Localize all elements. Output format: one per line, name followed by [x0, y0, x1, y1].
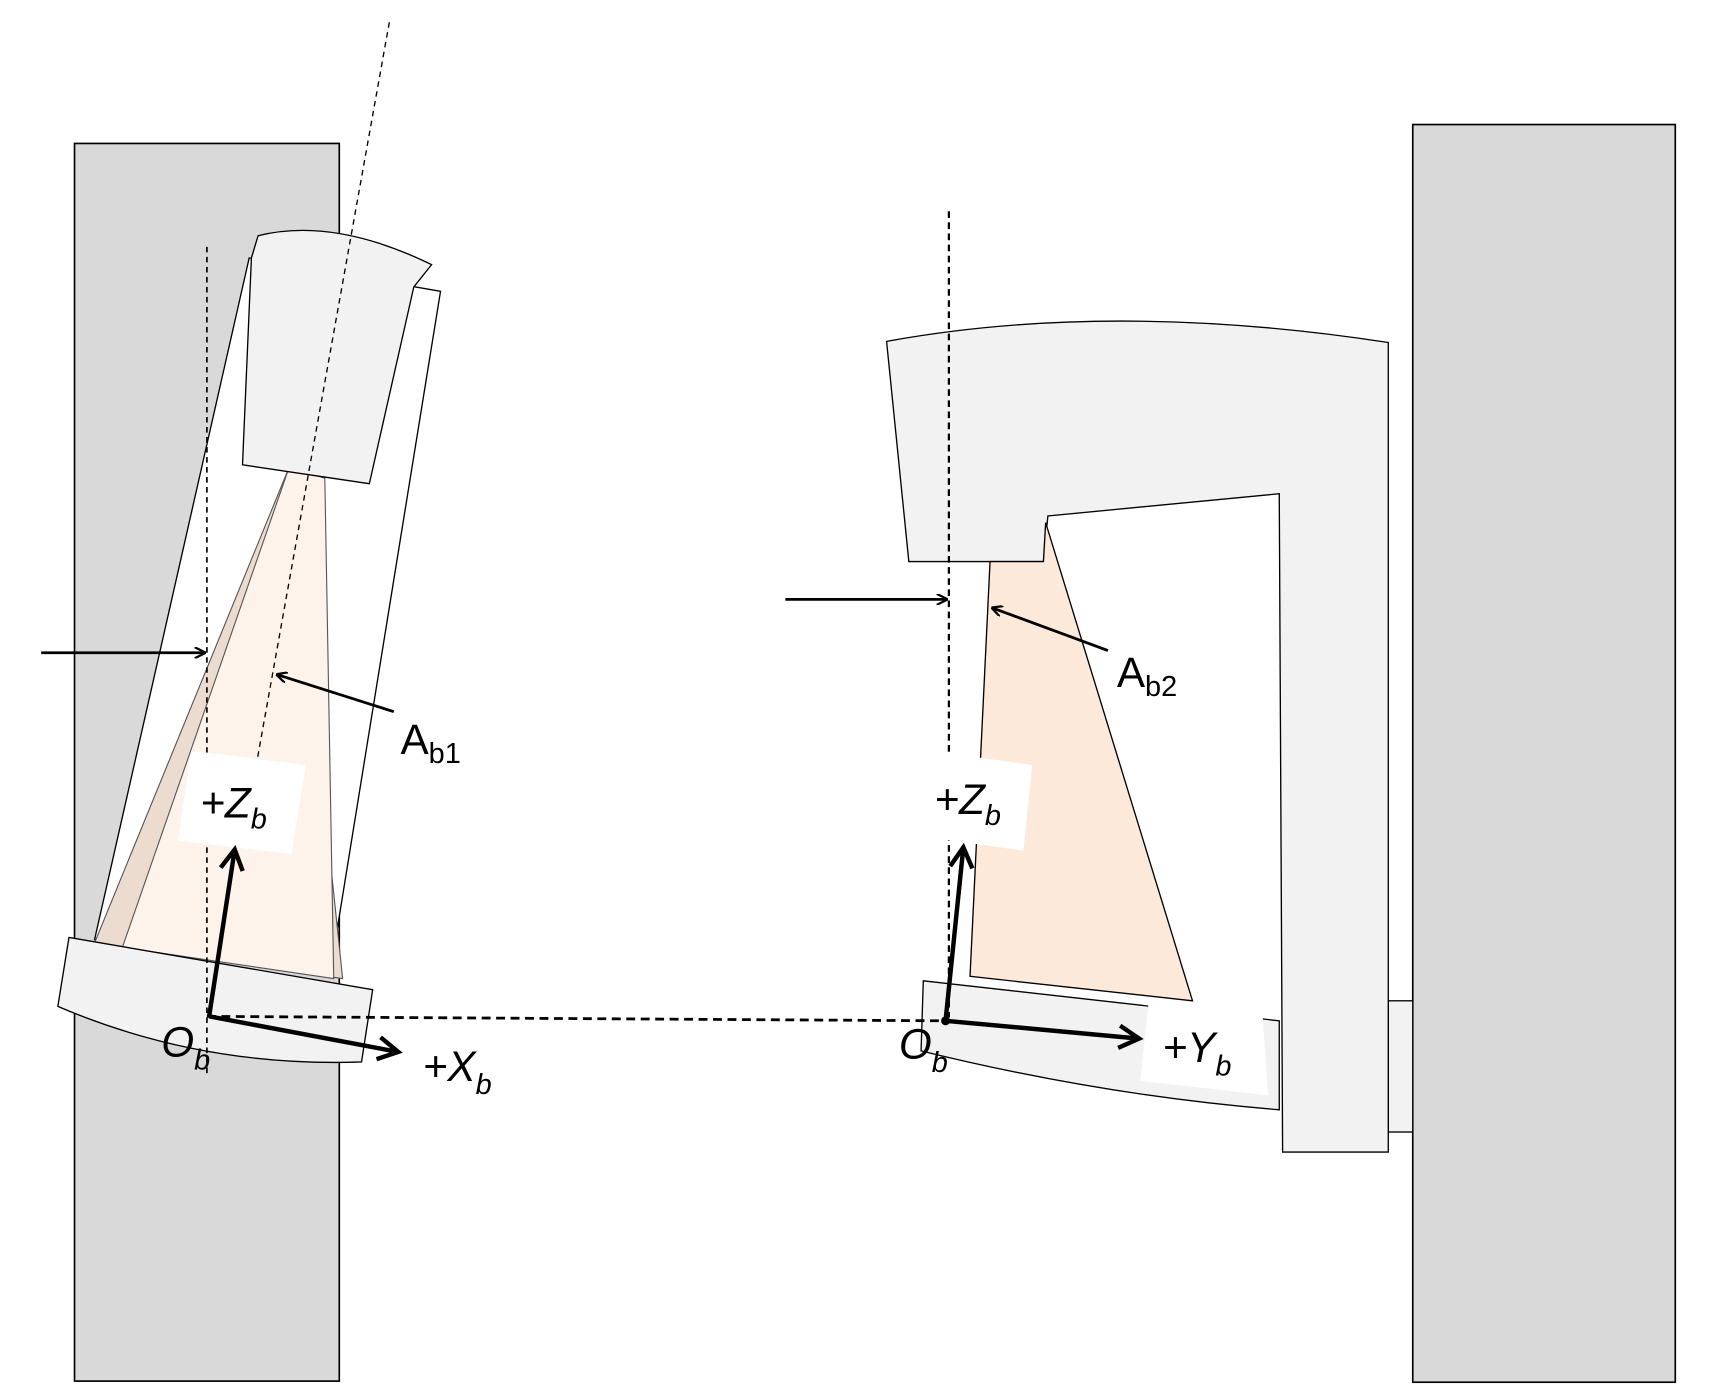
left-tilted-axis — [255, 22, 390, 768]
right-area-label: Ab2 — [1117, 649, 1177, 703]
left-origin-label: Ob — [161, 1018, 210, 1076]
right-area-leader — [993, 608, 1109, 652]
right-bracket-plate — [1387, 1000, 1414, 1133]
right-z-label-bg — [921, 750, 1033, 851]
right-origin-dot — [941, 1016, 950, 1026]
right-y-label: +Yb — [1162, 1024, 1231, 1082]
left-area-label: Ab1 — [400, 716, 460, 770]
left-head — [241, 229, 433, 485]
left-z-label-bg — [177, 750, 306, 855]
right-frame — [885, 320, 1389, 1153]
right-y-label-bg — [1140, 997, 1269, 1096]
left-x-axis-arrow — [208, 1014, 398, 1052]
right-z-axis-arrow — [943, 847, 964, 1022]
right-z-label: +Zb — [934, 776, 1001, 832]
left-area-leader — [278, 675, 395, 714]
origin-connection-line — [206, 1014, 946, 1023]
right-origin-label: Ob — [899, 1021, 948, 1079]
left-z-label: +Zb — [200, 779, 267, 835]
right-wall — [1411, 123, 1677, 1384]
left-x-label: +Xb — [423, 1043, 492, 1101]
right-y-axis-arrow — [945, 1018, 1140, 1039]
right-beam — [969, 522, 1194, 1002]
left-z-axis-arrow — [206, 850, 235, 1017]
